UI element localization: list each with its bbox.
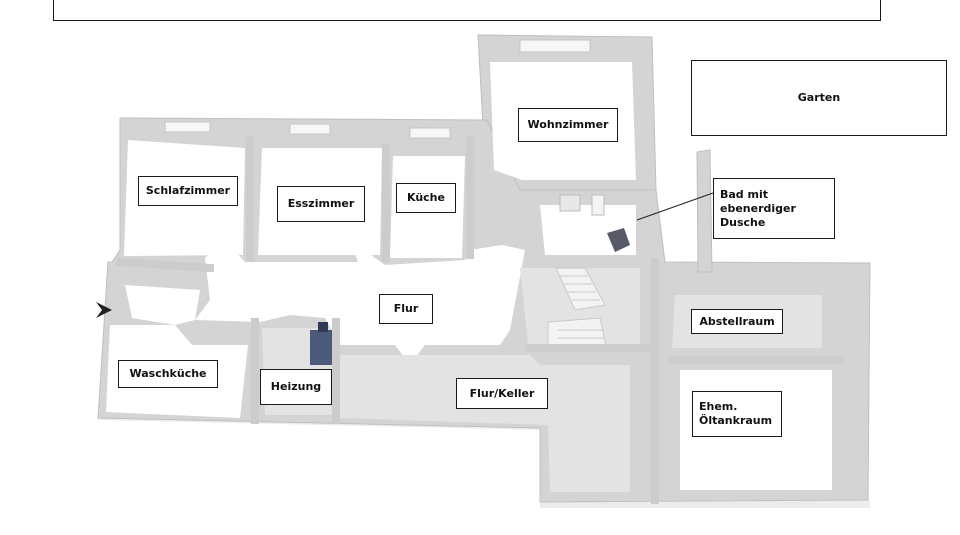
label-garten: Garten [691,60,947,136]
label-schlafzimmer: Schlafzimmer [138,176,238,206]
inner-walls [115,136,844,504]
entrance-arrow-icon [96,302,112,318]
plan-shadow [98,412,870,508]
floor-small-room [125,285,200,325]
label-kueche: Küche [396,183,456,213]
label-wohnzimmer: Wohnzimmer [518,108,618,142]
label-heizung: Heizung [260,369,332,405]
windows [164,39,591,139]
floor-flur-keller [340,355,630,492]
shower-icon [607,228,630,252]
stairs [547,267,607,346]
header-box [53,0,881,21]
bad-callout-line [636,192,714,221]
label-bad: Bad mit ebenerdiger Dusche [713,178,835,239]
label-abstellraum: Abstellraum [691,309,783,334]
bath-fixtures [559,194,630,252]
label-flur: Flur [379,294,433,324]
boiler-icon [310,322,332,365]
label-flur-keller: Flur/Keller [456,378,548,409]
floor-flur [195,240,525,365]
label-oeltankraum: Ehem. Öltankraum [692,391,782,437]
label-waschkueche: Waschküche [118,360,218,388]
label-esszimmer: Esszimmer [277,186,365,222]
